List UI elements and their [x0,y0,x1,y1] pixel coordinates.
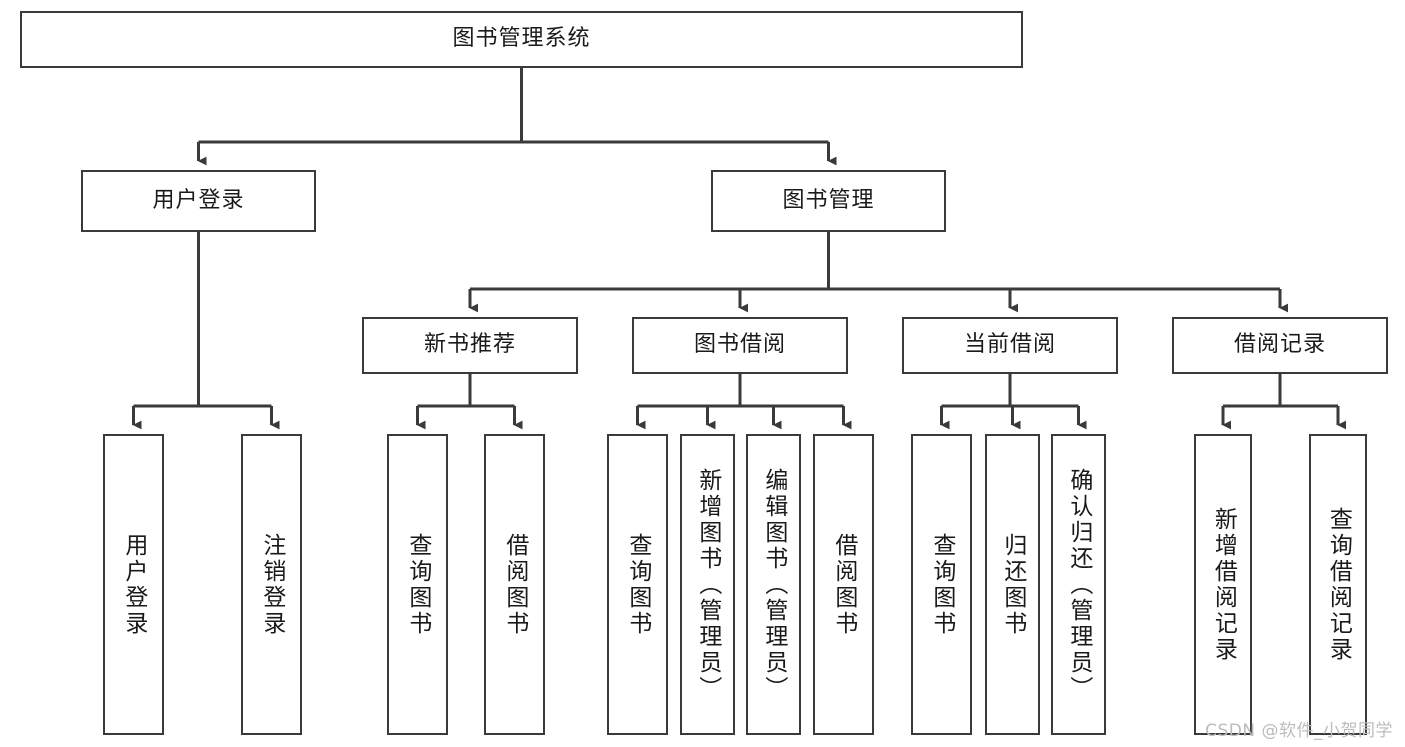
node-label: 借阅图书 [830,532,857,637]
edge-layer [132,68,1347,430]
node-label: 借阅图书 [501,532,528,637]
node-label: 注销登录 [258,532,285,637]
node-label: 图书管理系统 [452,26,591,52]
node-leaf-query-borrow-record[interactable]: 查询借阅记录 [1309,434,1367,735]
node-leaf-add-book-admin[interactable]: 新增图书（管理员） [680,434,735,735]
node-label: 编辑图书（管理员） [760,467,787,702]
node-leaf-edit-book-admin[interactable]: 编辑图书（管理员） [746,434,801,735]
node-label: 确认归还（管理员） [1065,467,1092,702]
node-borrow-record[interactable]: 借阅记录 [1172,317,1388,374]
node-label: 用户登录 [120,532,147,637]
node-new-book-recommend[interactable]: 新书推荐 [362,317,578,374]
node-leaf-confirm-return-admin[interactable]: 确认归还（管理员） [1051,434,1106,735]
node-label: 查询借阅记录 [1325,506,1352,663]
node-leaf-user-login[interactable]: 用户登录 [103,434,164,735]
node-label: 查询图书 [404,532,431,637]
node-label: 查询图书 [928,532,955,637]
node-current-borrow[interactable]: 当前借阅 [902,317,1118,374]
node-leaf-add-borrow-record[interactable]: 新增借阅记录 [1194,434,1252,735]
node-label: 借阅记录 [1233,332,1326,358]
node-label: 当前借阅 [963,332,1056,358]
watermark-text: CSDN @软件_小贺同学 [1205,721,1393,741]
node-leaf-logout[interactable]: 注销登录 [241,434,302,735]
node-leaf-borrow-book-recommend[interactable]: 借阅图书 [484,434,545,735]
node-label: 归还图书 [999,532,1026,637]
node-label: 图书借阅 [693,332,786,358]
node-label: 新增图书（管理员） [694,467,721,702]
node-label: 图书管理 [782,187,875,213]
node-label: 用户登录 [152,187,245,213]
node-leaf-return-book[interactable]: 归还图书 [985,434,1040,735]
node-label: 新增借阅记录 [1210,506,1237,663]
node-root[interactable]: 图书管理系统 [20,11,1023,68]
node-leaf-borrow-book[interactable]: 借阅图书 [813,434,874,735]
node-leaf-query-book-recommend[interactable]: 查询图书 [387,434,448,735]
node-leaf-query-book-current[interactable]: 查询图书 [911,434,972,735]
node-label: 查询图书 [624,532,651,637]
node-label: 新书推荐 [423,332,516,358]
node-book-manage[interactable]: 图书管理 [711,170,946,232]
node-leaf-query-book-borrow[interactable]: 查询图书 [607,434,668,735]
node-user-login[interactable]: 用户登录 [81,170,316,232]
node-book-borrow[interactable]: 图书借阅 [632,317,848,374]
